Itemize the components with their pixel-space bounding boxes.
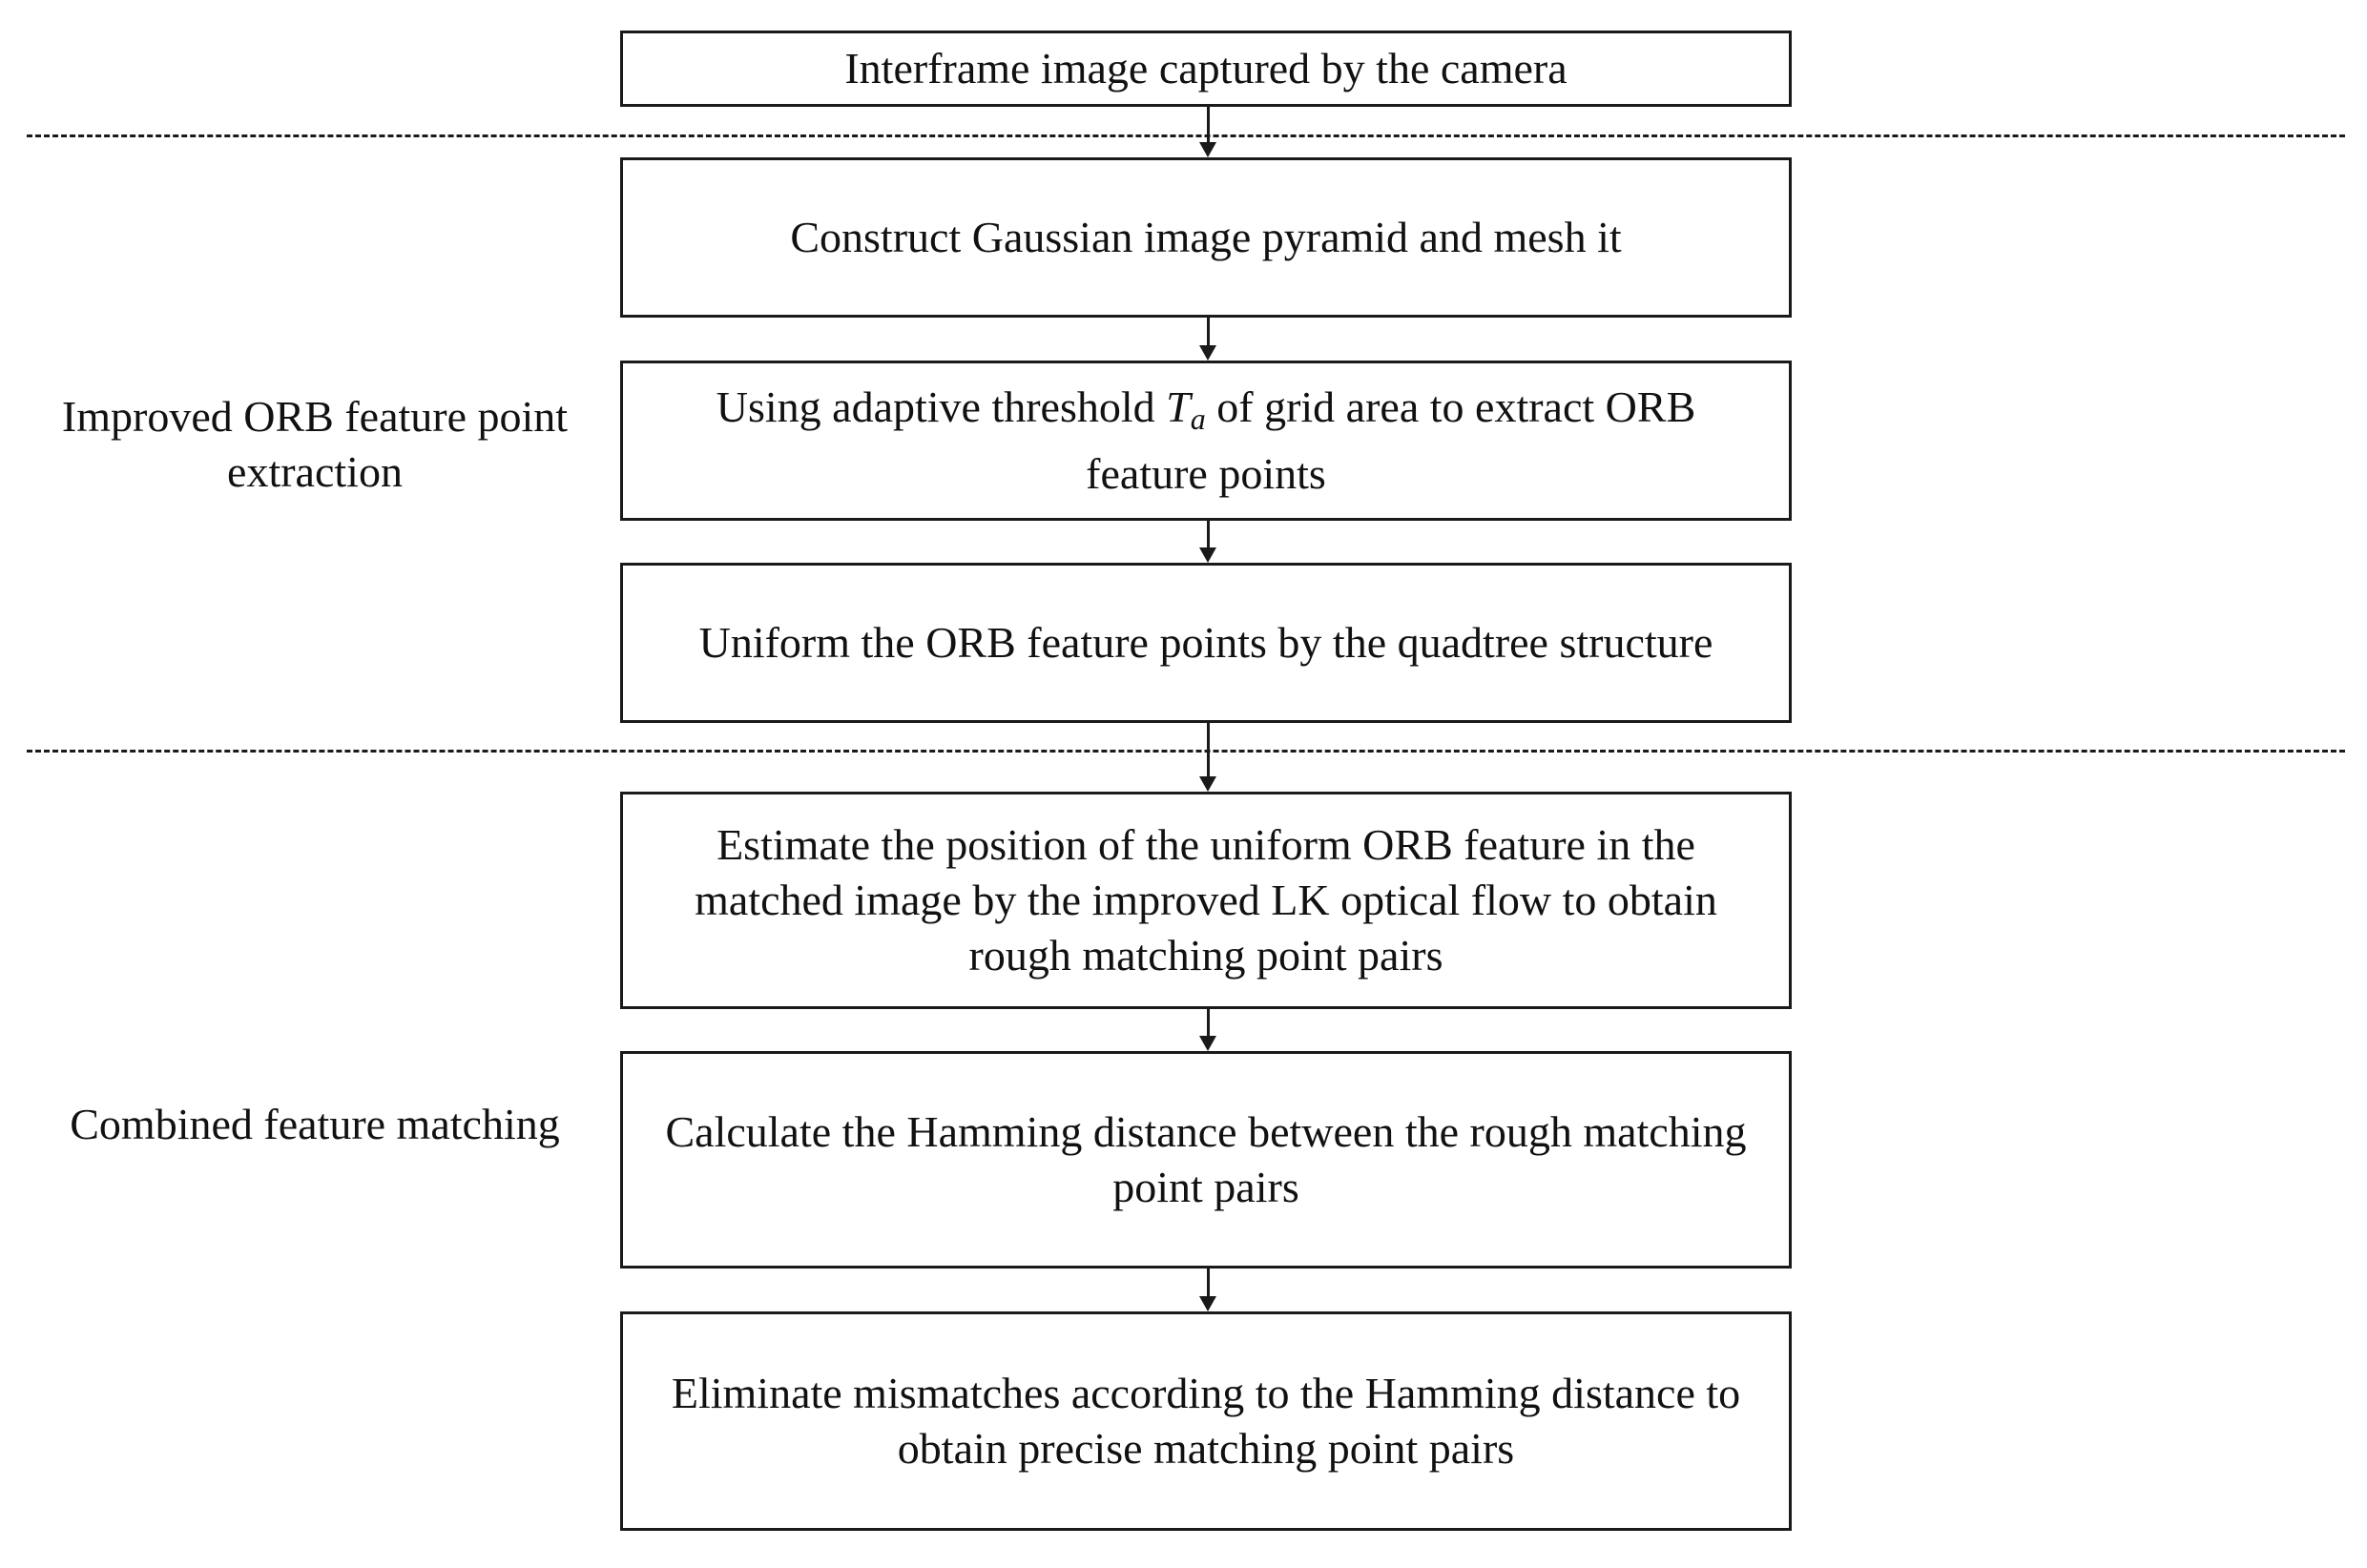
arrow-connector: [1207, 1269, 1210, 1296]
section-label-matching: Combined feature matching: [70, 1100, 560, 1148]
arrow-connector: [1207, 1009, 1210, 1036]
arrow-connector: [1207, 107, 1210, 142]
arrow-head: [1199, 345, 1216, 361]
arrow-head: [1199, 1296, 1216, 1311]
arrow-head: [1199, 776, 1216, 792]
arrow-head: [1199, 142, 1216, 157]
section-divider-top: [27, 134, 2345, 137]
arrow-head: [1199, 1036, 1216, 1051]
step-text: Uniform the ORB feature points by the qu…: [698, 618, 1713, 667]
step-box-optical-flow: Estimate the position of the uniform ORB…: [620, 792, 1792, 1009]
step-text-part: feature points: [1086, 449, 1326, 498]
step-text: Calculate the Hamming distance between t…: [665, 1107, 1747, 1211]
step-text: Estimate the position of the uniform ORB…: [695, 820, 1717, 980]
step-box-capture: Interframe image captured by the camera: [620, 31, 1792, 107]
arrow-head: [1199, 547, 1216, 563]
step-box-pyramid: Construct Gaussian image pyramid and mes…: [620, 157, 1792, 318]
arrow-connector: [1207, 521, 1210, 547]
step-box-eliminate-mismatches: Eliminate mismatches according to the Ha…: [620, 1311, 1792, 1531]
step-text: Construct Gaussian image pyramid and mes…: [790, 213, 1622, 261]
threshold-subscript: a: [1190, 402, 1206, 436]
step-text: Interframe image captured by the camera: [844, 44, 1568, 93]
threshold-symbol: T: [1166, 382, 1191, 431]
arrow-connector: [1207, 723, 1210, 776]
step-text: Using adaptive threshold Ta of grid area…: [697, 380, 1715, 502]
step-box-hamming-distance: Calculate the Hamming distance between t…: [620, 1051, 1792, 1269]
step-box-quadtree: Uniform the ORB feature points by the qu…: [620, 563, 1792, 723]
section-divider-bottom: [27, 750, 2345, 753]
step-text-part: of grid area to extract ORB: [1205, 382, 1696, 431]
section-label-extraction: Improved ORB feature point extraction: [61, 392, 569, 496]
step-text-part: Using adaptive threshold: [716, 382, 1167, 431]
arrow-connector: [1207, 318, 1210, 345]
step-box-adaptive-threshold: Using adaptive threshold Ta of grid area…: [620, 361, 1792, 521]
step-text: Eliminate mismatches according to the Ha…: [671, 1369, 1741, 1473]
